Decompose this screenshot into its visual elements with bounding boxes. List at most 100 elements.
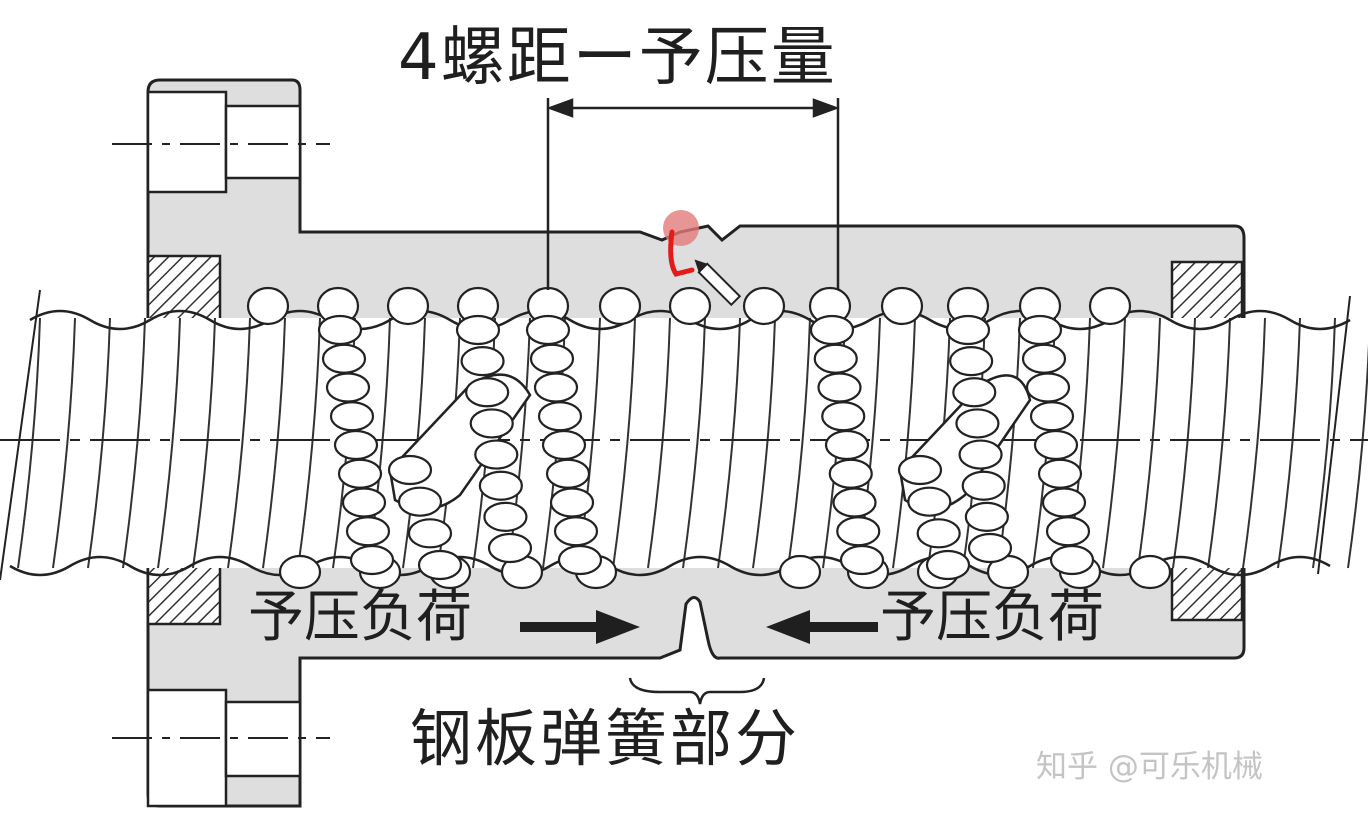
- spring-part-label: 钢板弹簧部分: [410, 702, 801, 775]
- ball: [742, 286, 786, 326]
- ball: [278, 554, 322, 590]
- screw-shaft: [0, 317, 1368, 569]
- thread-line: [717, 317, 741, 569]
- ball: [387, 454, 433, 486]
- ball: [1128, 554, 1172, 590]
- thread-line: [262, 317, 286, 569]
- ball: [549, 487, 595, 518]
- preload-load-right: 予压负荷: [880, 585, 1104, 650]
- seal-hatch: [146, 254, 1244, 626]
- ball: [1025, 372, 1071, 403]
- thread-line: [297, 317, 321, 569]
- ball: [460, 346, 505, 377]
- thread-line: [1312, 317, 1336, 569]
- ball: [483, 501, 528, 532]
- thread-line: [787, 317, 811, 569]
- ball: [897, 454, 943, 486]
- ball: [955, 408, 1000, 439]
- cursor-glow: [663, 210, 699, 246]
- ball: [337, 458, 383, 489]
- ball: [525, 314, 571, 346]
- thread-line: [892, 317, 916, 569]
- ball: [821, 401, 866, 432]
- thread-line: [52, 317, 76, 569]
- ball: [1049, 544, 1095, 576]
- ball: [839, 544, 885, 576]
- ball: [1029, 401, 1075, 432]
- thread-line: [1137, 317, 1161, 569]
- ball: [407, 518, 453, 549]
- ball: [325, 372, 371, 403]
- ball: [949, 346, 994, 377]
- ball: [1017, 314, 1063, 346]
- thread-line: [122, 317, 146, 569]
- thread-line: [87, 317, 111, 569]
- ball: [598, 286, 642, 326]
- bolt-centerlines: [112, 143, 330, 739]
- ball: [397, 486, 443, 517]
- ball: [541, 429, 587, 461]
- thread-line: [682, 317, 706, 569]
- ball: [907, 486, 952, 517]
- ball: [321, 343, 367, 374]
- balls-group: [246, 286, 1172, 590]
- ball: [958, 439, 1003, 470]
- thread-line: [1207, 317, 1231, 569]
- ball: [386, 286, 430, 326]
- ball: [1088, 286, 1132, 326]
- preload-load-left: 予压负荷: [248, 585, 472, 650]
- ball: [1045, 516, 1091, 547]
- ball: [817, 372, 862, 403]
- ball: [964, 501, 1009, 532]
- thread-line: [1347, 343, 1368, 569]
- ball: [916, 518, 961, 549]
- ball: [945, 314, 991, 346]
- ball: [828, 458, 873, 489]
- thread-line: [1242, 317, 1266, 569]
- ball: [961, 470, 1006, 501]
- watermark: 知乎 @可乐机械: [1036, 749, 1263, 785]
- ball: [832, 487, 877, 518]
- ball: [469, 408, 514, 439]
- ball: [1033, 429, 1079, 461]
- ball: [317, 314, 363, 346]
- shaft-break-left: [0, 289, 41, 581]
- cursor-highlight: [668, 229, 695, 277]
- ball: [333, 429, 379, 461]
- preload-title: 4螺距ー予压量: [398, 21, 837, 95]
- ball: [246, 286, 290, 326]
- preload-dimension: [546, 98, 840, 290]
- ball: [1041, 487, 1087, 518]
- ball: [465, 377, 510, 408]
- thread-line: [1277, 317, 1301, 569]
- shaft-bottom-edge: [9, 555, 1331, 577]
- ball: [880, 286, 924, 326]
- spring-brace: [628, 677, 766, 705]
- ball: [455, 314, 501, 346]
- ball: [329, 401, 375, 432]
- thread-line: [192, 317, 216, 569]
- ball: [809, 314, 855, 346]
- preload-arrow-right: [766, 610, 878, 644]
- thread-line: [227, 317, 251, 569]
- ball: [533, 372, 579, 403]
- ball: [417, 549, 463, 581]
- thread-line: [157, 317, 181, 569]
- ball: [952, 377, 997, 408]
- ball: [1037, 458, 1083, 489]
- thread-line: [1102, 317, 1126, 569]
- ball: [474, 439, 519, 470]
- ball: [341, 487, 387, 518]
- thread-line: [17, 317, 41, 569]
- thread-line: [647, 317, 671, 569]
- preload-arrow-left: [520, 610, 640, 644]
- thread-line: [752, 317, 776, 569]
- ball: [1021, 343, 1067, 374]
- ball: [349, 544, 395, 576]
- ball: [345, 516, 391, 547]
- ball: [537, 401, 583, 432]
- ball: [478, 470, 523, 501]
- ball: [813, 343, 858, 374]
